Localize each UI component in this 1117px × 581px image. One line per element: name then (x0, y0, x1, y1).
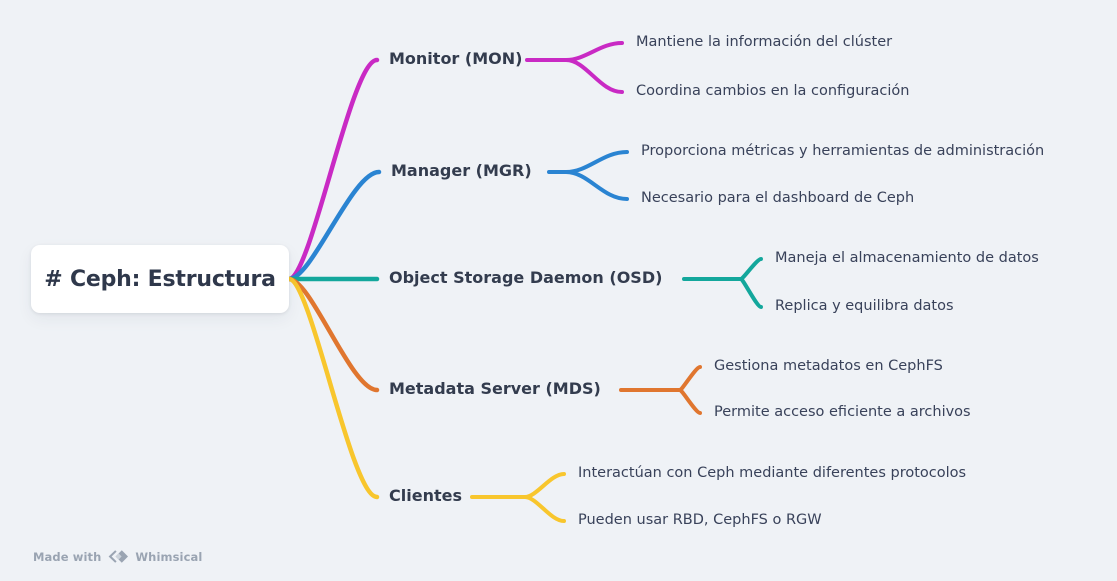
branch-node-2[interactable]: Manager (MGR) (391, 161, 532, 180)
branch-node-5[interactable]: Clientes (389, 486, 462, 505)
branch-edge (678, 365, 702, 392)
leaf-node-5-1[interactable]: Interactúan con Ceph mediante diferentes… (578, 465, 967, 481)
leaf-node-2-1[interactable]: Proporciona métricas y herramientas de a… (641, 143, 1045, 159)
branch-edge (739, 257, 763, 281)
branch-edge (564, 41, 624, 62)
leaf-node-3-2[interactable]: Replica y equilibra datos (775, 298, 954, 314)
branch-edge (286, 57, 380, 282)
root-node-label: # Ceph: Estructura (44, 266, 276, 292)
branch-edge (523, 495, 566, 523)
root-node[interactable]: # Ceph: Estructura (31, 245, 289, 313)
whimsical-watermark[interactable]: Made with Whimsical (33, 549, 202, 564)
watermark-brand: Whimsical (135, 549, 203, 564)
whimsical-logo-icon (107, 549, 129, 564)
watermark-prefix: Made with (33, 549, 102, 564)
branch-edge (286, 169, 382, 282)
branch-edge (286, 276, 380, 393)
leaf-node-1-2[interactable]: Coordina cambios en la configuración (636, 83, 910, 99)
branch-edge (739, 277, 763, 309)
leaf-node-1-1[interactable]: Mantiene la información del clúster (636, 34, 893, 50)
branch-edge (564, 170, 629, 201)
leaf-node-4-2[interactable]: Permite acceso eficiente a archivos (714, 404, 971, 420)
branch-node-4[interactable]: Metadata Server (MDS) (389, 379, 601, 398)
branch-edge (523, 472, 566, 499)
branch-node-1[interactable]: Monitor (MON) (389, 49, 523, 68)
leaf-node-2-2[interactable]: Necesario para el dashboard de Ceph (641, 190, 915, 206)
branch-edge (564, 58, 624, 94)
leaf-node-4-1[interactable]: Gestiona metadatos en CephFS (714, 358, 943, 374)
leaf-node-3-1[interactable]: Maneja el almacenamiento de datos (775, 250, 1039, 266)
branch-edge (286, 276, 380, 500)
branch-edge (564, 150, 629, 174)
leaf-node-5-2[interactable]: Pueden usar RBD, CephFS o RGW (578, 512, 822, 528)
branch-node-3[interactable]: Object Storage Daemon (OSD) (389, 268, 663, 287)
branch-edge (678, 388, 702, 415)
